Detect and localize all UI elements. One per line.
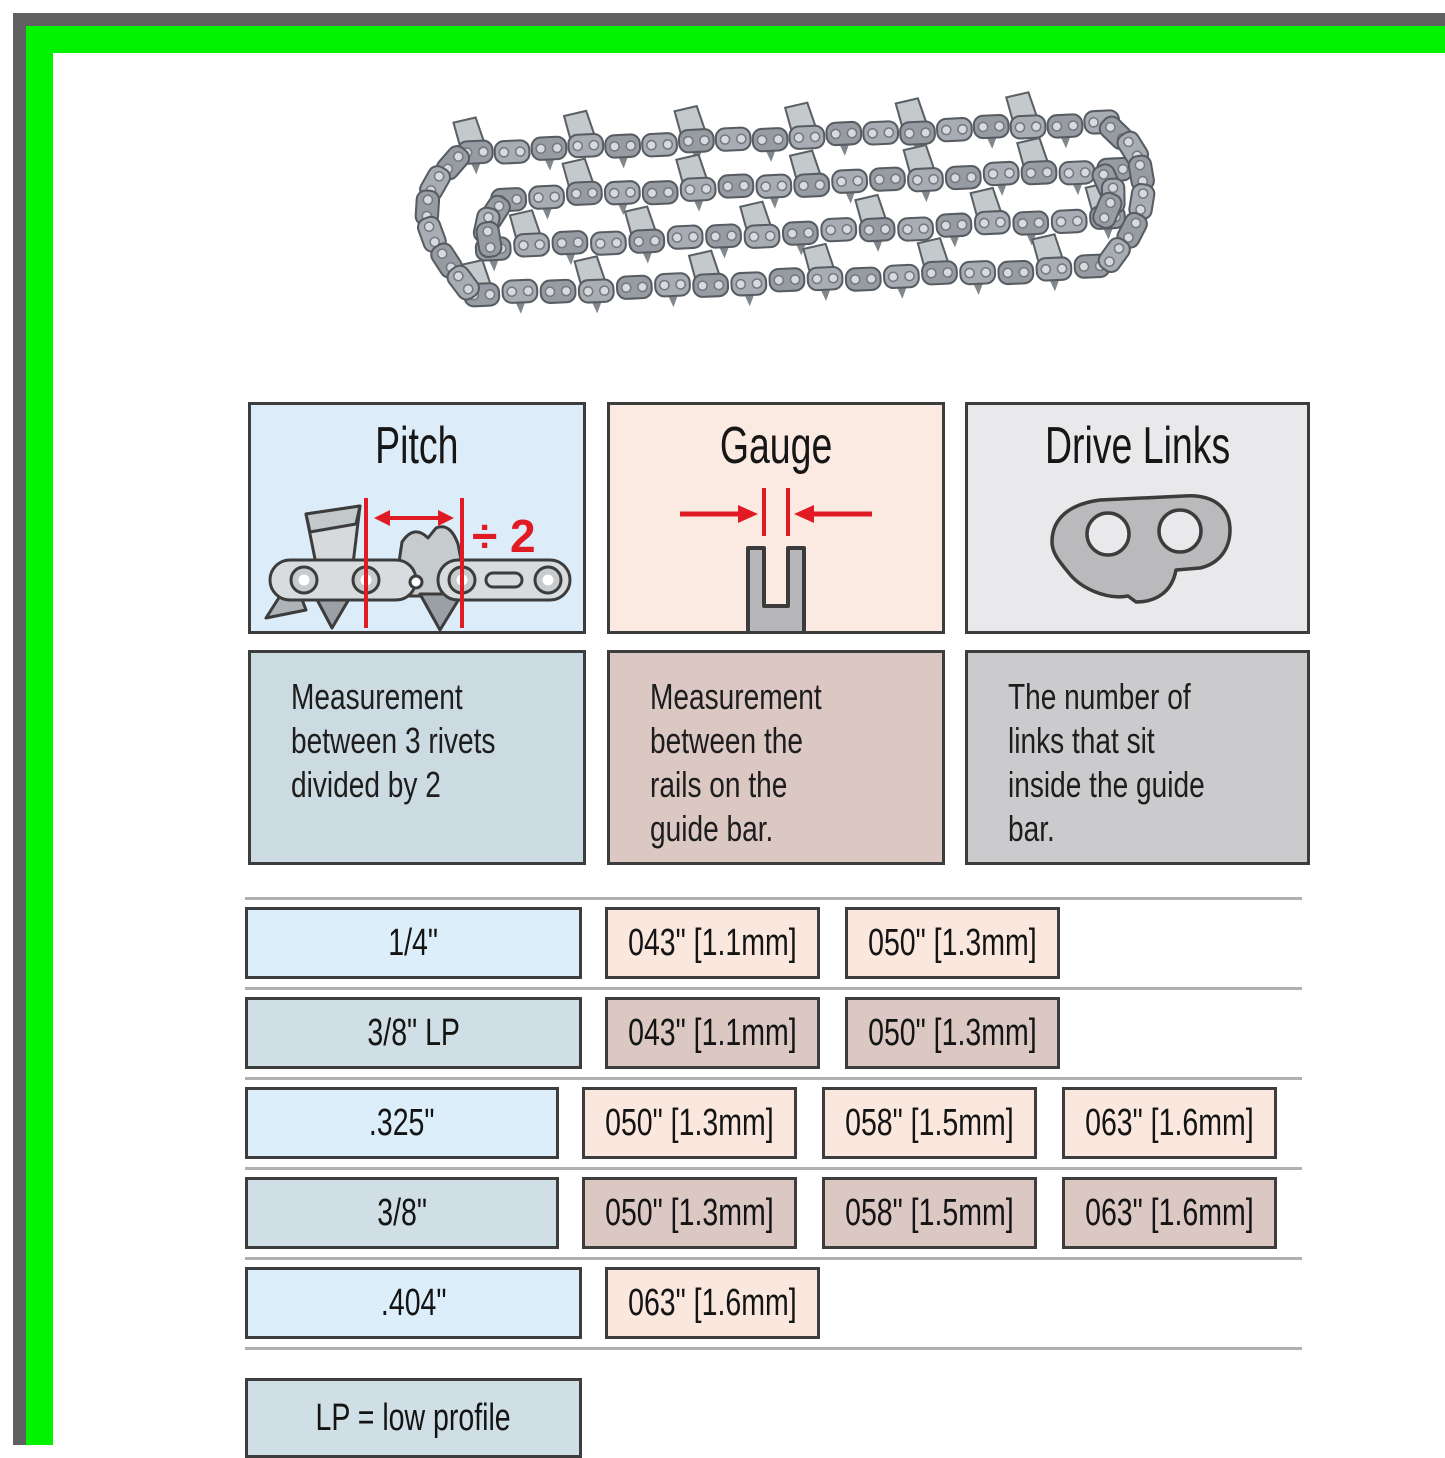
- gauge-cell: 063" [1.6mm]: [1062, 1087, 1277, 1159]
- pitch-cell: 3/8": [245, 1177, 559, 1249]
- table-row: .325" 050" [1.3mm] 058" [1.5mm] 063" [1.6mm…: [245, 1087, 1302, 1159]
- gauge-cell: 050" [1.3mm]: [582, 1087, 797, 1159]
- pitch-cell-label: 3/8" LP: [367, 1011, 460, 1054]
- gauge-header-box: Gauge: [607, 402, 945, 634]
- gauge-cell-label: 050" [1.3mm]: [868, 1011, 1037, 1054]
- drive-links-header-box: Drive Links: [965, 402, 1310, 634]
- gauge-measure-annotation: [680, 487, 872, 536]
- pitch-cell: 3/8" LP: [245, 997, 582, 1069]
- frame-left-inner: [26, 26, 53, 1445]
- pitch-cell-label: .325": [369, 1101, 435, 1144]
- pitch-cell-label: .404": [380, 1281, 447, 1324]
- pitch-diagram: ÷ 2: [264, 497, 572, 631]
- frame-left-outer: [13, 13, 26, 1445]
- gauge-cell: 063" [1.6mm]: [1062, 1177, 1277, 1249]
- pitch-cell-label: 3/8": [377, 1191, 427, 1234]
- frame-top-outer: [13, 13, 1445, 26]
- frame-top-inner: [26, 26, 1445, 53]
- gauge-cell-label: 050" [1.3mm]: [868, 921, 1037, 964]
- pitch-description-box: Measurement between 3 rivets divided by …: [248, 650, 586, 865]
- pitch-cell: .404": [245, 1267, 582, 1339]
- pitch-cell: .325": [245, 1087, 559, 1159]
- table-row: .404" 063" [1.6mm]: [245, 1267, 1302, 1339]
- pitch-cell: 1/4": [245, 907, 582, 979]
- gauge-cell: 050" [1.3mm]: [845, 907, 1060, 979]
- drive-links-description: The number of links that sit inside the …: [1008, 676, 1205, 849]
- drive-links-description-box: The number of links that sit inside the …: [965, 650, 1310, 865]
- table-row: 3/8" LP 043" [1.1mm] 050" [1.3mm]: [245, 997, 1302, 1069]
- gauge-description-box: Measurement between the rails on the gui…: [607, 650, 945, 865]
- drive-link-diagram: [1049, 493, 1232, 604]
- gauge-cell-label: 043" [1.1mm]: [628, 1011, 797, 1054]
- gauge-cell: 043" [1.1mm]: [605, 907, 820, 979]
- row-separator: [245, 987, 1302, 990]
- spec-table: 1/4" 043" [1.1mm] 050" [1.3mm] 3/8" LP 043" …: [245, 897, 1302, 1350]
- table-row: 1/4" 043" [1.1mm] 050" [1.3mm]: [245, 907, 1302, 979]
- gauge-cell-label: 058" [1.5mm]: [845, 1101, 1014, 1144]
- footnote-label: LP = low profile: [315, 1396, 512, 1439]
- row-separator: [245, 897, 1302, 900]
- gauge-cell: 058" [1.5mm]: [822, 1177, 1037, 1249]
- gauge-cell-label: 063" [1.6mm]: [628, 1281, 797, 1324]
- pitch-description: Measurement between 3 rivets divided by …: [291, 676, 496, 805]
- gauge-cell: 058" [1.5mm]: [822, 1087, 1037, 1159]
- gauge-cell-label: 050" [1.3mm]: [605, 1191, 774, 1234]
- drive-links-title: Drive Links: [1044, 417, 1231, 475]
- gauge-cell: 063" [1.6mm]: [605, 1267, 820, 1339]
- gauge-cell: 043" [1.1mm]: [605, 997, 820, 1069]
- row-separator: [245, 1347, 1302, 1350]
- gauge-cell-label: 043" [1.1mm]: [628, 921, 797, 964]
- divide-by-two-label: ÷ 2: [472, 510, 536, 562]
- gauge-title: Gauge: [719, 417, 833, 475]
- footnote-box: LP = low profile: [245, 1378, 582, 1458]
- gauge-cell-label: 050" [1.3mm]: [605, 1101, 774, 1144]
- row-separator: [245, 1257, 1302, 1260]
- pitch-cell-label: 1/4": [388, 921, 439, 964]
- gauge-cell: 050" [1.3mm]: [845, 997, 1060, 1069]
- pitch-measure-annotation: ÷ 2: [364, 497, 536, 628]
- gauge-cell-label: 063" [1.6mm]: [1085, 1191, 1254, 1234]
- row-separator: [245, 1167, 1302, 1170]
- row-separator: [245, 1077, 1302, 1080]
- pitch-title: Pitch: [375, 417, 459, 475]
- pitch-header-box: Pitch ÷ 2: [248, 402, 586, 634]
- gauge-cell: 050" [1.3mm]: [582, 1177, 797, 1249]
- gauge-cell-label: 063" [1.6mm]: [1085, 1101, 1254, 1144]
- gauge-diagram: [680, 487, 872, 631]
- gauge-description: Measurement between the rails on the gui…: [650, 676, 822, 849]
- gauge-cell-label: 058" [1.5mm]: [845, 1191, 1014, 1234]
- chainsaw-chain-photo: [414, 91, 1156, 314]
- table-row: 3/8" 050" [1.3mm] 058" [1.5mm] 063" [1.6mm]: [245, 1177, 1302, 1249]
